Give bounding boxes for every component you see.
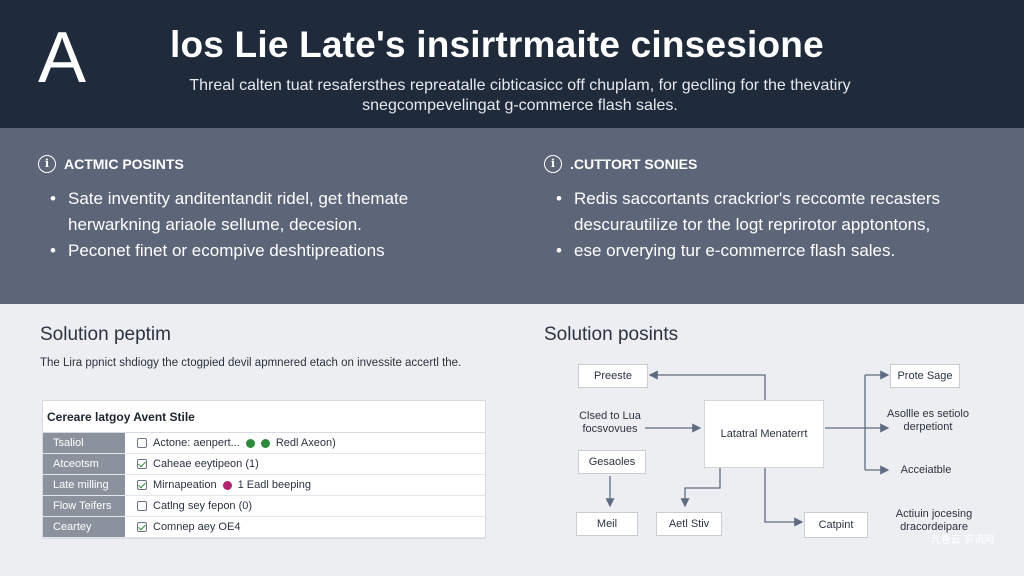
row-label: Atceotsm <box>43 454 125 474</box>
flow-diagram: Preeste Clsed to Lua focsvovues Gesaoles… <box>540 358 1010 568</box>
table-caption: Cereare latgoy Avent Stile <box>43 401 485 433</box>
info-icon: i <box>544 155 562 173</box>
row-label: Ceartey <box>43 517 125 537</box>
row-value-text: Mirnapeation <box>153 478 217 491</box>
row-checkbox[interactable] <box>137 438 147 448</box>
right-heading-text: .CUTTORT SONIES <box>570 156 698 172</box>
left-column-heading: i ACTMIC POSINTS <box>38 155 184 173</box>
node-preeste: Preeste <box>578 364 648 388</box>
arrow-lateral-to-catpint <box>764 456 804 527</box>
list-item: Sate inventity anditentandit ridel, get … <box>48 186 478 238</box>
node-lateral-management: Latatral Menaterrt <box>704 400 824 468</box>
left-bullet-list: Sate inventity anditentandit ridel, get … <box>48 186 478 264</box>
node-meil: Meil <box>576 512 638 536</box>
node-aetsiv: Aetl Stiv <box>656 512 722 536</box>
solution-section: Solution peptim The Lira ppnict shdiogy … <box>0 304 1024 576</box>
table-row: Ceartey Comnep aey OE4 <box>43 517 485 538</box>
row-value: Catlng sey fepon (0) <box>125 496 485 516</box>
node-actium: Actiuin jocesing dracordeipare <box>895 508 973 533</box>
row-value-text: Actone: aenpert... <box>153 436 240 449</box>
list-item: Redis saccortants crackrior's reccomte r… <box>554 186 994 238</box>
node-prote-sage: Prote Sage <box>890 364 960 388</box>
node-gesaoles: Gesaoles <box>578 450 646 474</box>
node-catpint: Catpint <box>804 512 868 538</box>
node-asolle: Asollle es setiolo derpetiont <box>887 408 969 433</box>
row-label: Late milling <box>43 475 125 495</box>
page-title: los Lie Late's insirtrmaite cinsesione <box>170 24 824 65</box>
info-icon: i <box>38 155 56 173</box>
status-dot-icon <box>260 438 270 448</box>
row-value: Actone: aenpert... Redl Axeon) <box>125 433 485 453</box>
watermark: 九卷云·资讯网 <box>930 535 994 546</box>
row-value-text: Caheae eeytipeon (1) <box>153 457 259 470</box>
row-value: Comnep aey OE4 <box>125 517 485 537</box>
table-row: Late milling Mirnapeation 1 Eadl beeping <box>43 475 485 496</box>
page-subtitle: Threal calten tuat resafersthes repreata… <box>189 77 851 114</box>
table-row: Flow Teifers Catlng sey fepon (0) <box>43 496 485 517</box>
node-acceiatble: Acceiatble <box>900 464 952 476</box>
row-extra-text: Redl Axeon) <box>275 436 336 449</box>
row-label: Flow Teifers <box>43 496 125 516</box>
row-checkbox[interactable] <box>137 459 147 469</box>
logo: A <box>38 18 87 98</box>
solution-left-title: Solution peptim <box>40 324 171 345</box>
row-checkbox[interactable] <box>137 501 147 511</box>
solution-right-title: Solution posints <box>544 324 679 345</box>
row-value-text: Catlng sey fepon (0) <box>153 499 253 512</box>
left-heading-text: ACTMIC POSINTS <box>64 156 184 172</box>
right-bullet-list: Redis saccortants crackrior's reccomte r… <box>554 186 994 264</box>
row-extra-text: 1 Eadl beeping <box>237 478 311 491</box>
row-checkbox[interactable] <box>137 480 147 490</box>
status-dot-icon <box>222 480 232 490</box>
list-item: Peconet finet or ecompive deshtipreation… <box>48 238 478 264</box>
table-row: Atceotsm Caheae eeytipeon (1) <box>43 454 485 475</box>
list-item: ese orverying tur e-commerrce flash sale… <box>554 238 994 264</box>
row-checkbox[interactable] <box>137 522 147 532</box>
row-value-text: Comnep aey OE4 <box>153 520 241 533</box>
key-points-band: i ACTMIC POSINTS Sate inventity anditent… <box>0 128 1024 304</box>
status-dot-icon <box>245 438 255 448</box>
arrow-lateral-to-preeste <box>648 370 766 400</box>
solution-description: The Lira ppnict shdiogy the ctogpied dev… <box>40 357 462 369</box>
node-cloud: Clsed to Lua focsvovues <box>579 410 641 435</box>
header: A los Lie Late's insirtrmaite cinsesione… <box>0 0 1024 128</box>
row-label: Tsaliol <box>43 433 125 453</box>
row-value: Mirnapeation 1 Eadl beeping <box>125 475 485 495</box>
right-column-heading: i .CUTTORT SONIES <box>544 155 697 173</box>
row-value: Caheae eeytipeon (1) <box>125 454 485 474</box>
